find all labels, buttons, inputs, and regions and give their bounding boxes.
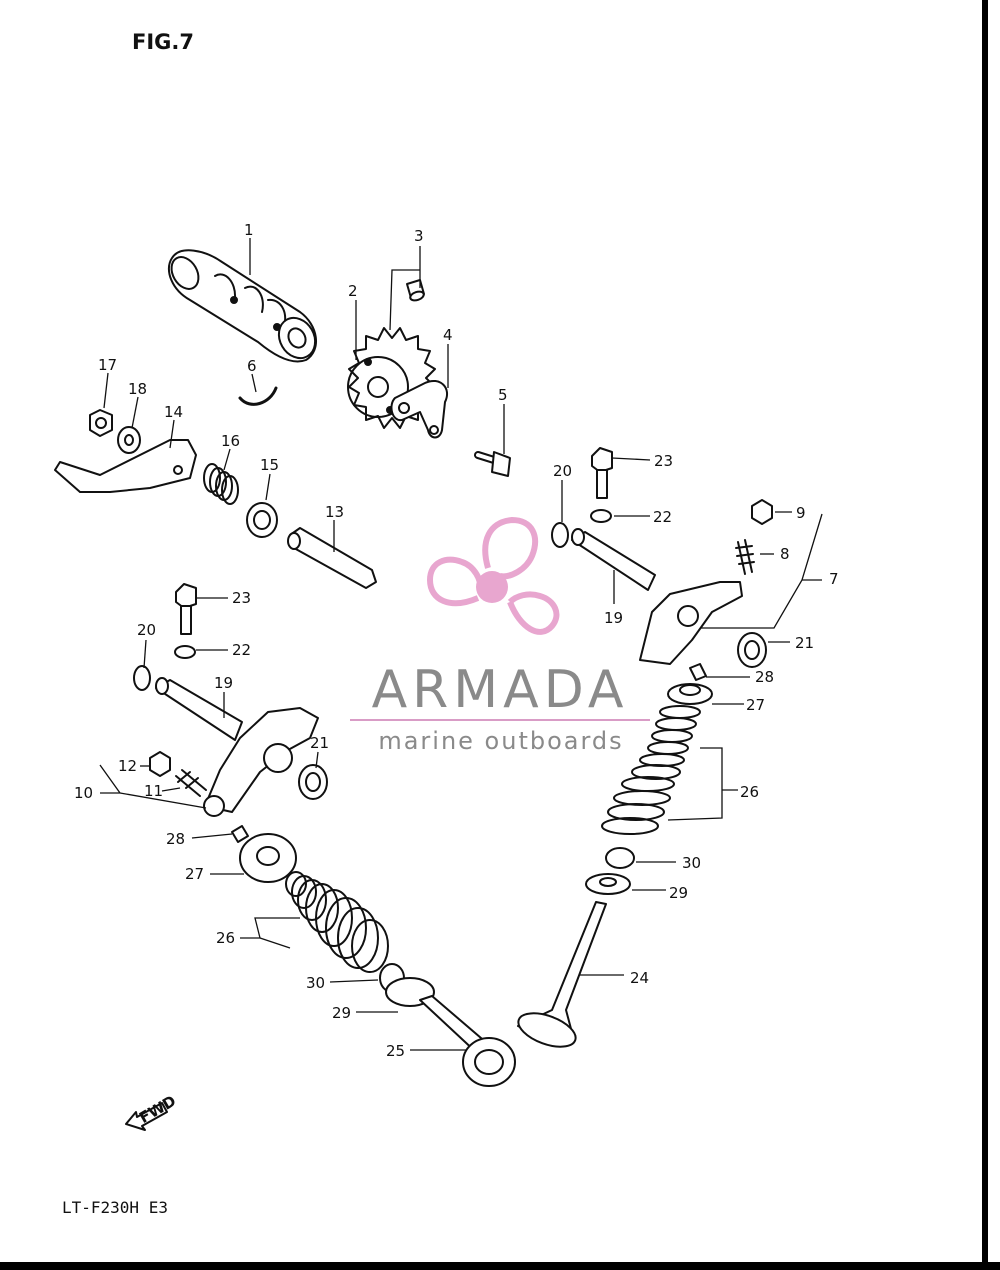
callout-labels: 1 2 3 4 5 6 7 8 9 10 11 12 13 14 15 16 1… <box>74 221 839 1127</box>
fwd-label: FWD <box>136 1092 179 1127</box>
callout-30: 30 <box>682 854 701 872</box>
washer <box>117 426 141 454</box>
o-ring <box>133 665 151 691</box>
pin <box>406 279 425 302</box>
cotter <box>689 663 707 681</box>
valve <box>517 901 607 1048</box>
callout-8: 8 <box>780 545 790 563</box>
lever <box>54 439 197 493</box>
callout-7: 7 <box>829 570 839 588</box>
valve <box>419 995 516 1087</box>
callout-2: 2 <box>348 282 358 300</box>
callout-28: 28 <box>166 830 185 848</box>
leader-lines <box>99 238 823 1051</box>
callout-6: 6 <box>247 357 257 375</box>
watermark-tagline: marine outboards <box>378 727 624 755</box>
nut <box>89 409 113 437</box>
callout-13: 13 <box>325 503 344 521</box>
callout-23: 23 <box>232 589 251 607</box>
callout-22: 22 <box>653 508 672 526</box>
callout-30: 30 <box>306 974 325 992</box>
callout-25: 25 <box>386 1042 405 1060</box>
watermark-divider <box>350 719 650 721</box>
spring <box>203 463 239 505</box>
camshaft <box>167 249 318 363</box>
spring-retainer <box>667 683 713 705</box>
scan-border-right <box>982 0 988 1270</box>
callout-14: 14 <box>164 403 183 421</box>
shaft <box>287 527 377 589</box>
oil-seal <box>246 502 278 538</box>
washer <box>737 632 767 668</box>
adjusting-screw <box>175 769 207 797</box>
adjusting-screw <box>735 539 755 575</box>
valve-springs <box>285 871 389 973</box>
watermark-brand: ARMADA <box>371 660 629 720</box>
callout-4: 4 <box>443 326 453 344</box>
nut <box>751 499 773 525</box>
callout-20: 20 <box>137 621 156 639</box>
bolt <box>175 583 197 635</box>
rocker-arm <box>639 581 743 665</box>
rocker-arm <box>203 707 319 817</box>
fwd-arrow-icon <box>125 1102 168 1131</box>
propeller-logo-icon <box>426 516 560 635</box>
callout-27: 27 <box>185 865 204 883</box>
bolt <box>591 447 613 499</box>
bolt <box>474 451 511 477</box>
callout-11: 11 <box>144 782 163 800</box>
callout-20: 20 <box>553 462 572 480</box>
washer <box>174 645 196 659</box>
callout-28: 28 <box>755 668 774 686</box>
callout-10: 10 <box>74 784 93 802</box>
cotter <box>231 825 249 843</box>
callout-17: 17 <box>98 356 117 374</box>
callout-29: 29 <box>332 1004 351 1022</box>
callout-21: 21 <box>310 734 329 752</box>
callout-21: 21 <box>795 634 814 652</box>
valve-springs <box>601 705 701 835</box>
callout-29: 29 <box>669 884 688 902</box>
washer <box>298 764 328 800</box>
figure-title: FIG.7 <box>132 30 194 54</box>
model-label: LT-F230H E3 <box>62 1198 168 1217</box>
spring-retainer <box>239 833 297 883</box>
oil-seal <box>605 847 635 869</box>
callout-26: 26 <box>216 929 235 947</box>
callout-9: 9 <box>796 504 806 522</box>
callout-23: 23 <box>654 452 673 470</box>
scan-border-bottom <box>0 1262 1000 1270</box>
callout-16: 16 <box>221 432 240 450</box>
bracket <box>390 380 448 439</box>
nut <box>149 751 171 777</box>
callout-12: 12 <box>118 757 137 775</box>
rocker-shaft <box>571 528 656 591</box>
callout-5: 5 <box>498 386 508 404</box>
washer <box>590 509 612 523</box>
spring-seat <box>585 873 631 895</box>
rocker-shaft <box>155 677 243 741</box>
callout-27: 27 <box>746 696 765 714</box>
callout-15: 15 <box>260 456 279 474</box>
o-ring <box>551 522 569 548</box>
callout-1: 1 <box>244 221 254 239</box>
callout-26: 26 <box>740 783 759 801</box>
callout-19: 19 <box>214 674 233 692</box>
circlip <box>238 386 278 406</box>
callout-3: 3 <box>414 227 424 245</box>
callout-22: 22 <box>232 641 251 659</box>
callout-19: 19 <box>604 609 623 627</box>
callout-24: 24 <box>630 969 649 987</box>
callout-18: 18 <box>128 380 147 398</box>
